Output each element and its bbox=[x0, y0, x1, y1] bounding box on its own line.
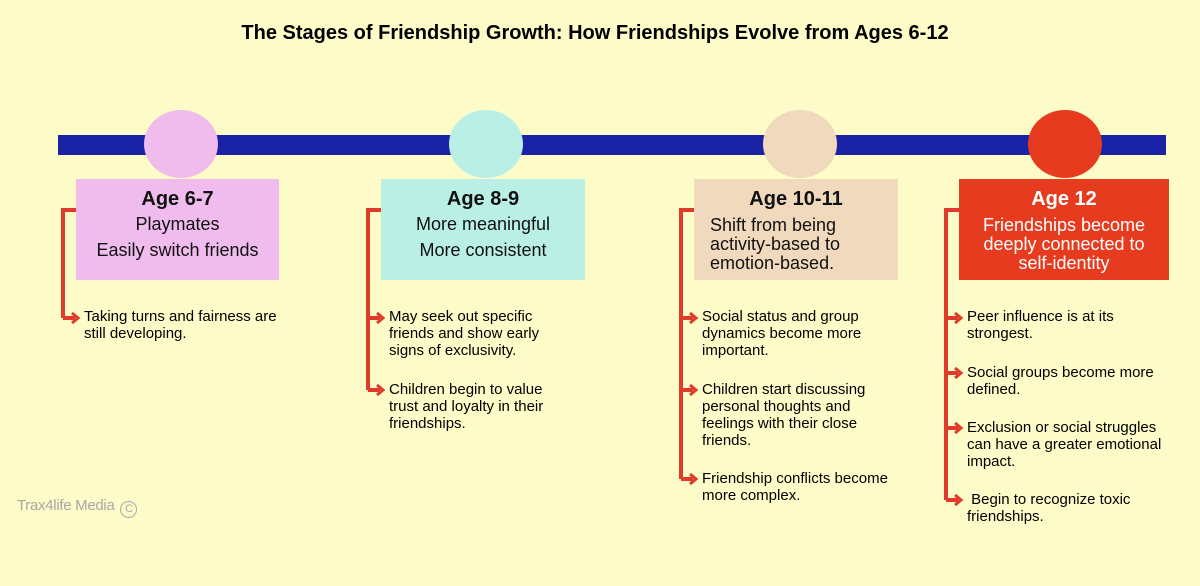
stage-3-bullet-1-arrow-head bbox=[689, 311, 699, 325]
stage-4-line-3: self-identity bbox=[1018, 253, 1110, 273]
stage-2-line-1: More meaningful bbox=[415, 214, 551, 234]
stage-1-line-2: Easily switch friends bbox=[96, 240, 259, 260]
watermark-text: Trax4life Media bbox=[17, 497, 115, 514]
stage-2-circle bbox=[449, 110, 523, 178]
stage-2-bullet-2-arrow-head bbox=[376, 383, 386, 397]
stage-1-line-1: Playmates bbox=[135, 214, 220, 234]
stage-4-line-2: deeply connected to bbox=[983, 234, 1145, 254]
stage-3-bullet-2: Children start discussing personal thoug… bbox=[702, 381, 866, 449]
stage-3-circle bbox=[763, 110, 837, 178]
stage-3-bullet-3: Friendship conflicts become more complex… bbox=[702, 470, 888, 504]
stage-2-box: Age 8-9 More meaningful More consistent bbox=[381, 179, 585, 280]
stage-3-age: Age 10-11 bbox=[749, 188, 843, 210]
stage-1-age: Age 6-7 bbox=[141, 188, 214, 210]
stage-4-bullet-3-arrow-head bbox=[954, 421, 964, 435]
stage-4-bullet-3: Exclusion or social struggles can have a… bbox=[967, 419, 1162, 470]
stage-4-bullet-2: Social groups become more defined. bbox=[967, 364, 1154, 398]
stage-4-box: Age 12 Friendships become deeply connect… bbox=[959, 179, 1169, 280]
stage-1-circle bbox=[144, 110, 218, 178]
stage-1-bullet-1-arrow-head bbox=[71, 311, 81, 325]
stage-4-bullet-1: Peer influence is at its strongest. bbox=[967, 308, 1114, 342]
stage-3-box: Age 10-11 Shift from being activity-base… bbox=[694, 179, 898, 280]
stage-4-bullet-1-arrow-head bbox=[954, 311, 964, 325]
stage-4-bullet-2-arrow-head bbox=[954, 366, 964, 380]
stage-2-age: Age 8-9 bbox=[446, 188, 520, 210]
watermark: Trax4life Media C bbox=[17, 497, 138, 518]
stage-3-bullet-1: Social status and group dynamics become … bbox=[702, 308, 862, 359]
stage-2-bullet-2: Children begin to value trust and loyalt… bbox=[389, 381, 544, 432]
stage-3-line-2: activity-based to bbox=[710, 234, 841, 254]
stage-4-circle bbox=[1028, 110, 1102, 178]
diagram-title: The Stages of Friendship Growth: How Fri… bbox=[241, 22, 949, 44]
stage-1-bullet-1: Taking turns and fairness are still deve… bbox=[84, 308, 277, 342]
stage-2-line-2: More consistent bbox=[419, 240, 547, 260]
stage-4-age: Age 12 bbox=[1031, 188, 1097, 210]
stage-3-bullet-2-arrow-head bbox=[689, 383, 699, 397]
stage-2-bullet-1: May seek out specific friends and show e… bbox=[389, 308, 540, 359]
stage-4-line-1: Friendships become bbox=[982, 215, 1146, 235]
stage-2-bullet-1-arrow-head bbox=[376, 311, 386, 325]
stage-1-box: Age 6-7 Playmates Easily switch friends bbox=[76, 179, 279, 280]
stage-3-bullet-3-arrow-head bbox=[689, 472, 699, 486]
timeline-bar bbox=[58, 135, 1166, 155]
copyright-icon: C bbox=[120, 501, 138, 518]
stage-3-line-1: Shift from being bbox=[710, 215, 837, 235]
stage-4-bullet-4: Begin to recognize toxic friendships. bbox=[967, 491, 1135, 525]
stage-3-line-3: emotion-based. bbox=[710, 253, 835, 273]
stage-4-bullet-4-arrow-head bbox=[954, 493, 964, 507]
